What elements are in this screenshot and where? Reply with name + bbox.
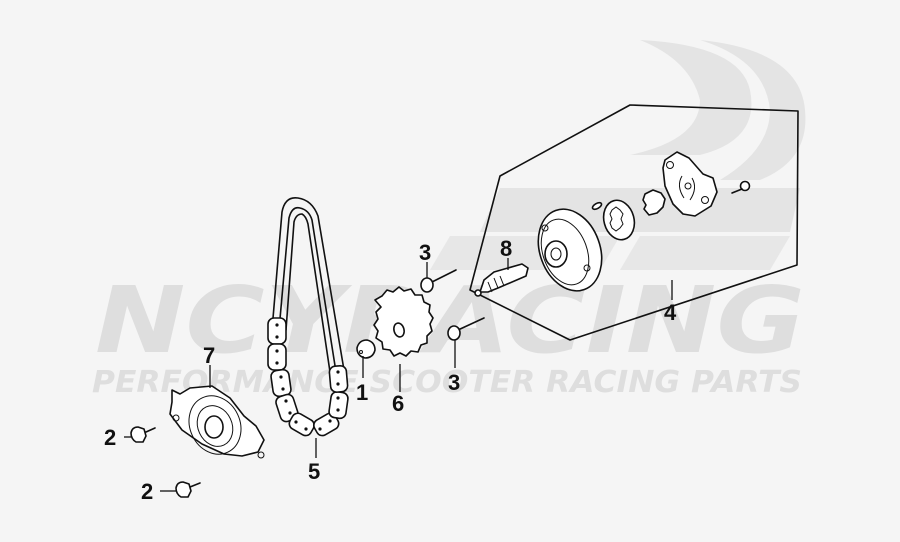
drive-chain bbox=[267, 196, 349, 437]
bolt-2-lower bbox=[175, 481, 201, 498]
cover-plate bbox=[169, 385, 265, 459]
callout-5: 5 bbox=[308, 459, 320, 484]
cover-screw bbox=[731, 180, 751, 194]
o-ring bbox=[591, 201, 603, 211]
callout-2-lower: 2 bbox=[141, 479, 153, 504]
callout-8: 8 bbox=[500, 236, 512, 261]
pump-body bbox=[537, 208, 603, 292]
dowel-pin bbox=[356, 339, 376, 359]
pump-shaft bbox=[474, 263, 529, 297]
callout-1: 1 bbox=[356, 380, 368, 405]
callout-7: 7 bbox=[203, 343, 215, 368]
bolt-2-upper bbox=[130, 426, 156, 443]
callout-6: 6 bbox=[392, 391, 404, 416]
assembly-group-outline bbox=[469, 104, 799, 341]
bolt-lower bbox=[447, 317, 485, 341]
outer-rotor bbox=[602, 199, 636, 241]
callout-2-upper: 2 bbox=[104, 425, 116, 450]
callout-4: 4 bbox=[664, 300, 677, 325]
inner-rotor bbox=[642, 189, 666, 216]
callout-3-upper: 3 bbox=[419, 240, 431, 265]
pump-cover bbox=[662, 151, 718, 217]
watermark-logo: NCYRACING bbox=[95, 267, 805, 374]
sprocket bbox=[373, 286, 434, 357]
bolt-upper bbox=[420, 269, 457, 293]
leader-lines bbox=[124, 258, 673, 492]
callout-3-lower: 3 bbox=[448, 370, 460, 395]
